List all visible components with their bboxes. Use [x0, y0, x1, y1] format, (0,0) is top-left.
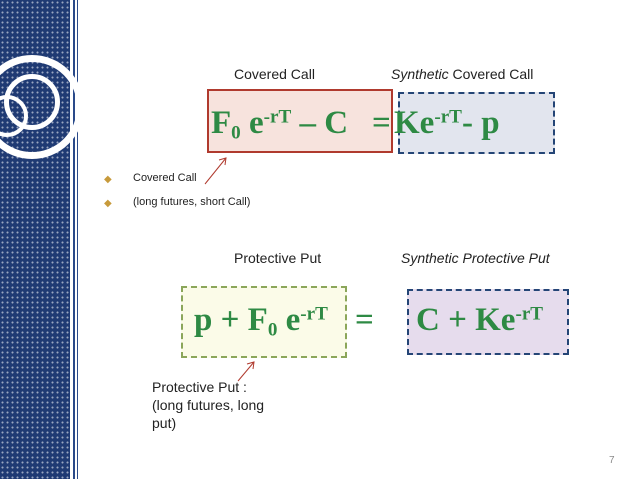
protective-put-label: Protective Put: [234, 250, 322, 266]
eq-p-plus-f: p + F: [194, 302, 268, 338]
decorative-ring: [0, 95, 28, 137]
eq-ke: Ke: [394, 105, 435, 141]
protective-put-box: [181, 286, 347, 358]
covered-call-equals: =: [372, 105, 391, 141]
bullet-icon: ◆: [104, 198, 112, 209]
note-line: put): [152, 415, 177, 431]
bullet-text: Covered Call: [133, 172, 197, 184]
covered-call-equation: F0 e-rT – C: [211, 105, 349, 144]
eq-exponent: -rT: [300, 303, 328, 325]
protective-put-equals: =: [355, 302, 374, 338]
synthetic-covered-call-rest: Covered Call: [448, 66, 534, 82]
sidebar-divider-line: [73, 0, 75, 479]
eq-c-plus-ke: C + Ke: [416, 302, 516, 338]
arrow-icon: [237, 361, 255, 382]
eq-e: e: [240, 105, 264, 141]
page-number: 7: [609, 455, 615, 466]
synthetic-protective-put-label: Synthetic Protective Put: [401, 250, 550, 266]
eq-minus-c: – C: [291, 105, 349, 141]
synthetic-covered-call-box: [398, 92, 555, 154]
eq-exponent: -rT: [263, 106, 292, 128]
synthetic-word: Synthetic: [391, 66, 449, 82]
decorative-ring: [0, 55, 84, 159]
covered-call-box: [207, 89, 393, 153]
eq-e: e: [277, 302, 301, 338]
arrow-icon: [204, 157, 227, 185]
eq-sub-zero: 0: [231, 122, 241, 144]
bullet-text: (long futures, short Call): [133, 196, 251, 208]
eq-sub-zero: 0: [267, 319, 278, 341]
eq-exponent: -rT: [515, 303, 544, 325]
eq-exponent: -rT: [434, 106, 462, 128]
synthetic-protective-put-box: [407, 289, 569, 355]
synthetic-protective-put-equation: C + Ke-rT: [416, 304, 543, 337]
eq-minus-p: - p: [461, 105, 500, 141]
eq-f: F: [211, 105, 232, 141]
sidebar-divider-line: [77, 0, 78, 479]
covered-call-label: Covered Call: [234, 66, 315, 82]
protective-put-equation: p + F0 e-rT: [194, 302, 328, 341]
note-line: (long futures, long: [152, 397, 265, 413]
synthetic-covered-call-label: Synthetic Covered Call: [391, 66, 533, 82]
bullet-icon: ◆: [104, 174, 112, 185]
synthetic-covered-call-equation: Ke-rT- p: [394, 107, 500, 140]
note-line: Protective Put :: [152, 379, 247, 395]
protective-put-note: Protective Put : (long futures, long put…: [152, 378, 302, 432]
